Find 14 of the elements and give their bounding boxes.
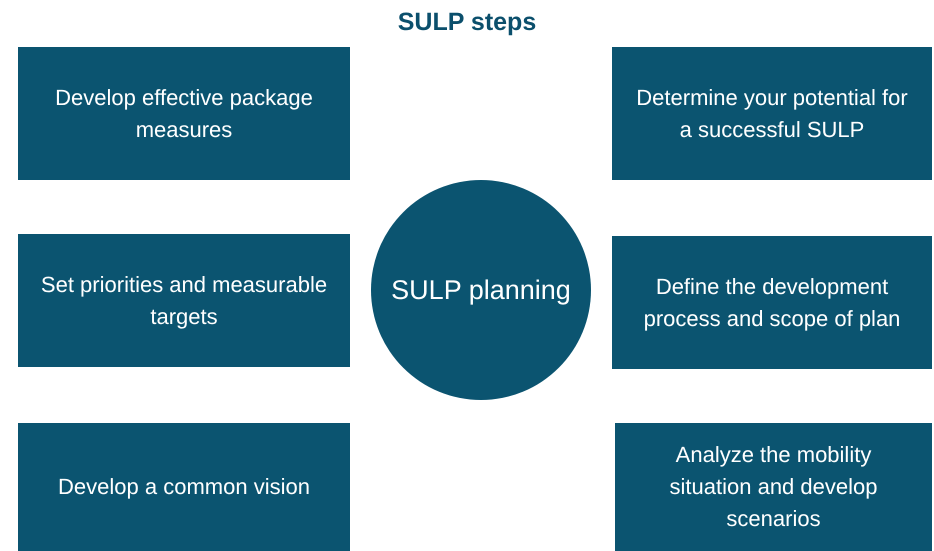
step-label: Develop effective package measures	[54, 84, 314, 144]
step-label: Determine your potential for a successful SULP	[635, 84, 909, 144]
step-label: Set priorities and measurable targets	[40, 270, 328, 331]
title: SULP steps	[396, 8, 538, 37]
step-box	[612, 236, 932, 369]
step-box	[18, 47, 350, 180]
step-label: Develop a common vision	[58, 473, 310, 501]
step-box	[18, 423, 350, 551]
step-label: Analyze the mobility situation and develop scenarios	[668, 441, 878, 533]
step-box	[612, 47, 932, 180]
step-label: Define the development process and scope of plan	[642, 272, 902, 333]
step-label: SULP planning	[391, 274, 571, 307]
step-box	[615, 423, 932, 551]
step-box	[18, 234, 350, 367]
